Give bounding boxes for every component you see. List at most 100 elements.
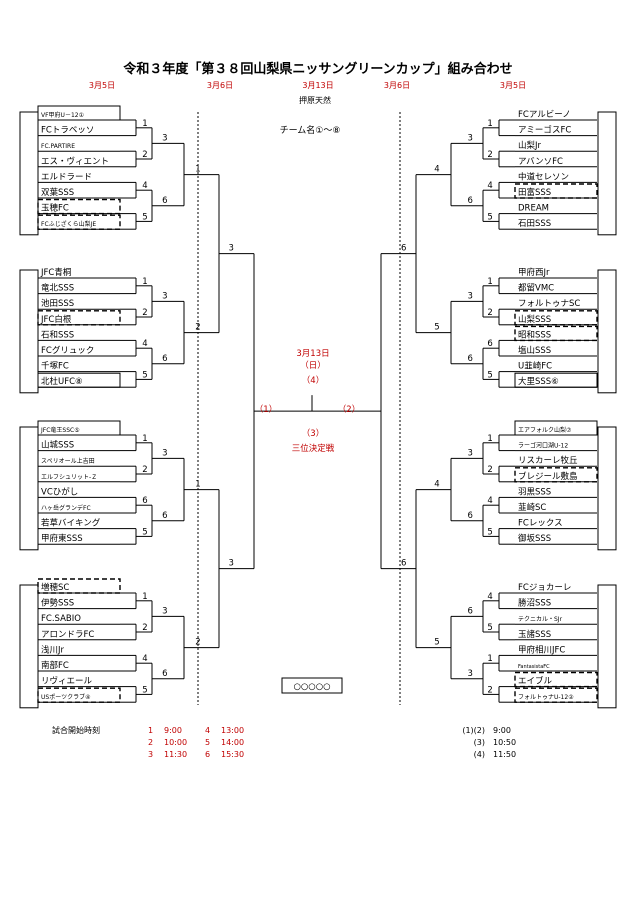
round-number: 6 <box>162 669 167 679</box>
center-note: チーム名①～⑧ <box>280 124 341 136</box>
team-name: 甲府東SSS <box>41 533 83 544</box>
team-name: USポーツクラブ④ <box>41 693 90 701</box>
date-right-r1: 3月5日 <box>500 81 526 90</box>
block-frame <box>19 111 39 236</box>
team-name: 韮崎SC <box>518 502 546 513</box>
round-number: 3 <box>467 133 472 143</box>
team-name: アロンドラFC <box>41 630 94 640</box>
schedule-match: (1)(2) <box>462 726 485 735</box>
team-name: 昭和SSS <box>518 330 551 340</box>
round-number: 1 <box>487 654 492 664</box>
round-number: 6 <box>162 511 167 521</box>
team-name: ハヶ岳グランデFC <box>41 504 91 512</box>
schedule-right: (1)(2)9:00(3)10:50(4)11:50 <box>462 726 516 759</box>
schedule-time: 14:00 <box>221 738 244 747</box>
schedule-match: 6 <box>205 750 210 759</box>
team-name: 山梨SSS <box>518 314 551 325</box>
team-name: 中道セレソン <box>518 171 569 182</box>
round-number: 6 <box>162 196 167 206</box>
team-name: 石田SSS <box>518 219 551 229</box>
round-number: 6 <box>487 339 492 349</box>
team-name: ラーゴ河口湖U-12 <box>518 442 568 450</box>
team-name: VF甲府U－12① <box>41 111 84 119</box>
team-name: 田富SSS <box>518 187 551 198</box>
left-bracket: VF甲府U－12①FCトラベッソFC.PARTIREエス・ヴィエントエルドラード… <box>19 105 121 709</box>
team-name: 甲府相川JFC <box>518 644 565 655</box>
round-number: 5 <box>142 212 147 222</box>
team-name: 石和SSS <box>41 330 74 340</box>
round-number: 4 <box>142 339 147 349</box>
final-date: 3月13日 <box>296 349 329 359</box>
team-name: JFC竜王SSC⑤ <box>40 426 80 434</box>
round-number: 5 <box>142 527 147 537</box>
block-frame <box>597 111 617 236</box>
round-number: 4 <box>434 480 439 490</box>
round-number: 3 <box>467 291 472 301</box>
round-number: 1 <box>487 119 492 129</box>
result-box-text: ○○○○○ <box>293 682 330 692</box>
schedule-match: (4) <box>474 750 485 759</box>
team-name: 塩山SSS <box>518 345 551 356</box>
round-number: 3 <box>467 448 472 458</box>
team-name: 南部FC <box>41 660 69 671</box>
round-number: 5 <box>487 527 492 537</box>
team-name: FCふじざくら山梨JE <box>41 220 96 228</box>
team-name: スペリオール上吉田 <box>41 457 95 465</box>
team-name: FCアルビーノ <box>518 110 571 120</box>
block-frame <box>597 269 617 394</box>
round-number: 5 <box>142 370 147 380</box>
team-name: エイブル <box>518 676 553 687</box>
right-bracket: FCアルビーノアミーゴスFC山梨JrアバンソFC中道セレソン田富SSSDREAM… <box>514 110 617 709</box>
team-name: 北杜UFC⑧ <box>41 376 83 387</box>
team-name: エス・ヴィエント <box>41 156 109 167</box>
block-frame <box>19 269 39 394</box>
round-number: 2 <box>487 150 492 160</box>
round-number: 1 <box>487 434 492 444</box>
round-number: 1 <box>487 277 492 287</box>
team-name: 若草バイキング <box>41 518 101 529</box>
round-number: 1 <box>142 592 147 602</box>
round-numbers: 1245124512651245363636361212331245126512… <box>142 119 493 696</box>
team-name: 池田SSS <box>41 298 74 309</box>
team-name: FC.SABIO <box>41 614 81 624</box>
team-name: 勝沼SSS <box>518 598 551 609</box>
round-number: 2 <box>142 465 147 475</box>
team-name: FantasistaFC <box>518 664 550 670</box>
team-name: フォルトゥナSC <box>518 299 580 309</box>
round-number: 6 <box>142 496 147 506</box>
round-number: 1 <box>142 434 147 444</box>
round-number: 2 <box>142 150 147 160</box>
round-number: 6 <box>467 511 472 521</box>
round-number: 2 <box>142 623 147 633</box>
team-name: 双葉SSS <box>41 187 74 198</box>
block-frame <box>597 584 617 709</box>
date-right-r2: 3月6日 <box>384 81 410 90</box>
round-number: 4 <box>142 654 147 664</box>
schedule-match: (3) <box>474 738 485 747</box>
round-number: 2 <box>195 323 200 333</box>
team-name: リスカーレ牧丘 <box>518 455 578 466</box>
team-name: ブレジール敷島 <box>518 471 578 482</box>
team-name: U韮崎FC <box>518 361 552 372</box>
venue-label: 押原天然 <box>299 95 331 105</box>
schedule-match: 2 <box>148 738 153 747</box>
team-name: 竜北SSS <box>41 283 74 294</box>
block-frame <box>597 426 617 551</box>
round-number: 6 <box>467 196 472 206</box>
round-number: 6 <box>401 244 406 254</box>
schedule-match: 1 <box>148 726 153 735</box>
round-number: 5 <box>434 638 439 648</box>
third-place-label: 三位決定戦 <box>292 443 335 454</box>
round-number: 2 <box>142 308 147 318</box>
round-number: 5 <box>487 370 492 380</box>
third-place-match: （3） <box>302 428 324 439</box>
schedule-time: 13:00 <box>221 726 244 735</box>
team-name: アバンソFC <box>518 157 563 167</box>
date-center: 3月13日 <box>302 81 333 90</box>
schedule-time: 10:50 <box>493 738 516 747</box>
schedule-time: 11:30 <box>164 750 187 759</box>
team-name: 山城SSS <box>41 440 74 451</box>
bracket-lines <box>38 112 597 705</box>
team-name: テクニカル・SJr <box>518 616 563 623</box>
semi-right-label: （2） <box>338 404 360 415</box>
